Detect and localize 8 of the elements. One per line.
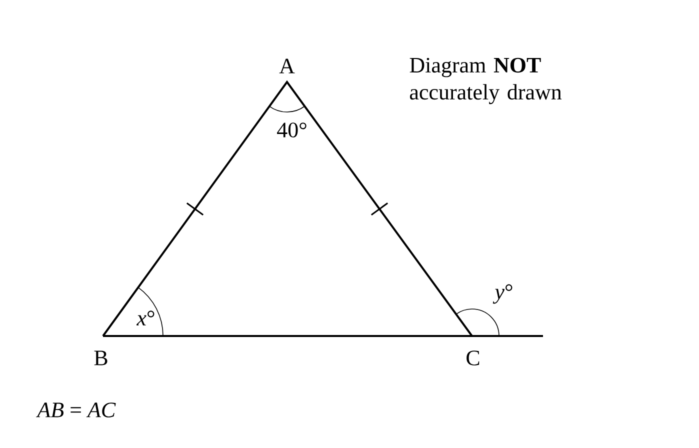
- vertex-label: B: [94, 350, 108, 366]
- vertex-label: C: [466, 350, 480, 366]
- angle-label: x°: [136, 310, 154, 326]
- angle-label: 40°: [277, 122, 306, 138]
- vertex-label: A: [279, 58, 295, 74]
- note-text: Diagram NOT accurately drawn: [410, 58, 562, 104]
- equation-text: AB = AC: [36, 402, 116, 418]
- angle-label: y°: [492, 284, 512, 304]
